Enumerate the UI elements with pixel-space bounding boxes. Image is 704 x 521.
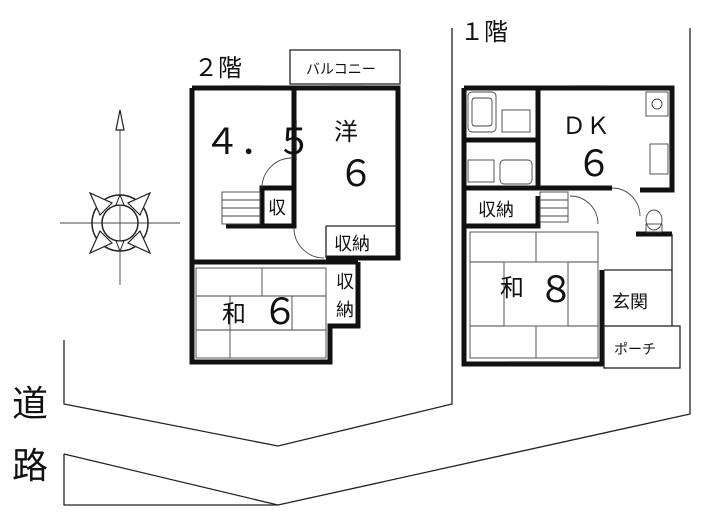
room-45-label: ４．５	[204, 122, 312, 163]
first-floor-details	[467, 85, 671, 363]
second-floor-walls	[189, 49, 401, 365]
storage-right-label: 収納	[334, 234, 370, 255]
washitsu8-size: ８	[538, 270, 574, 311]
dk-name: ＤＫ	[562, 112, 610, 140]
road-char-2: 路	[12, 446, 48, 487]
washitsu6-name: 和	[222, 300, 246, 328]
washitsu8-name: 和	[500, 274, 524, 302]
second-floor-details	[195, 85, 397, 359]
yoshitsu-name: 洋	[334, 118, 358, 146]
dk-size: ６	[576, 144, 612, 185]
washitsu6-size: ６	[262, 292, 298, 333]
yoshitsu-size: ６	[338, 154, 374, 195]
compass-rose-icon	[60, 109, 180, 285]
porch-label: ポーチ	[614, 342, 656, 358]
genkan-label: 玄関	[612, 292, 648, 313]
balcony-label: バルコニー	[306, 62, 376, 78]
road-lines	[63, 28, 691, 506]
first-storage-label: 収納	[478, 200, 514, 221]
first-floor-title: １階	[460, 18, 508, 46]
first-floor-walls	[461, 85, 681, 369]
second-floor-title: ２階	[194, 54, 242, 82]
storage-vertical-1: 収	[336, 272, 354, 293]
closet-small-label: 収	[268, 198, 286, 219]
road-char-1: 道	[12, 384, 48, 425]
storage-vertical-2: 納	[336, 300, 354, 321]
